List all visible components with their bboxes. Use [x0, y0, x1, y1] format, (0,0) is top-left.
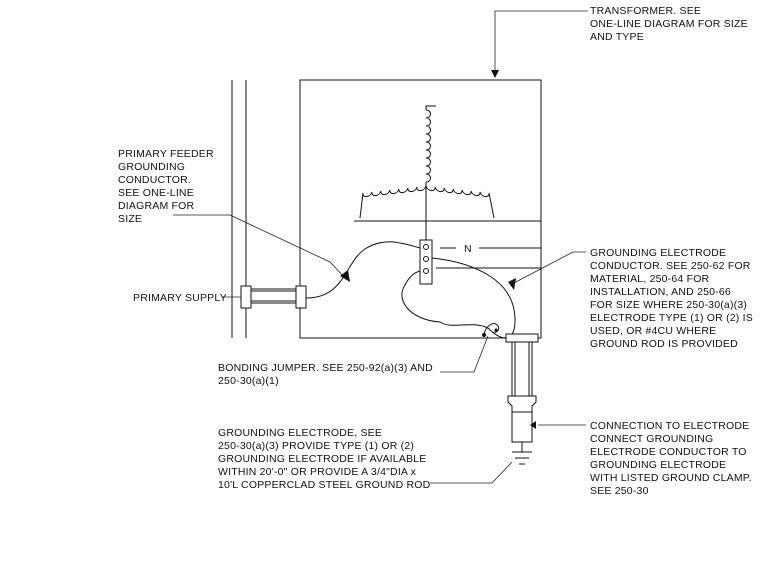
wye-winding	[359, 105, 495, 240]
ground-symbol	[512, 451, 532, 465]
neutral-label: N	[464, 243, 472, 255]
leader-bonding-jumper	[440, 335, 489, 373]
bonding-jumper-label: BONDING JUMPER. SEE 250-92(a)(3) AND 250…	[218, 362, 436, 387]
grounding-electrode-conductor	[401, 257, 516, 339]
secondary-bus	[354, 220, 541, 269]
transformer-label: TRANSFORMER. SEE ONE-LINE DIAGRAM FOR SI…	[590, 5, 751, 43]
leader-gec	[508, 251, 586, 290]
gec-label: GROUNDING ELECTRODE CONDUCTOR. SEE 250-6…	[590, 247, 756, 350]
neutral-terminal-block	[419, 239, 433, 285]
leader-transformer	[491, 10, 588, 78]
connection-label: CONNECTION TO ELECTRODE CONNECT GROUNDIN…	[590, 420, 755, 497]
leader-connection	[530, 421, 586, 429]
bonding-jumper-hooks	[482, 323, 500, 337]
primary-supply-conduit	[240, 285, 307, 309]
electrode-conduit	[505, 333, 539, 452]
grounding-electrode-label: GROUNDING ELECTRODE, SEE 250-30(a)(3) PR…	[218, 427, 431, 491]
primary-feeder-grounding-conductor	[305, 241, 421, 299]
transformer-enclosure	[299, 79, 542, 339]
primary-feeder-label: PRIMARY FEEDER GROUNDING CONDUCTOR. SEE …	[118, 148, 217, 225]
primary-supply-label: PRIMARY SUPPLY	[133, 292, 227, 304]
leader-primary-feeder	[173, 214, 350, 282]
leader-grounding-electrode	[430, 461, 513, 484]
